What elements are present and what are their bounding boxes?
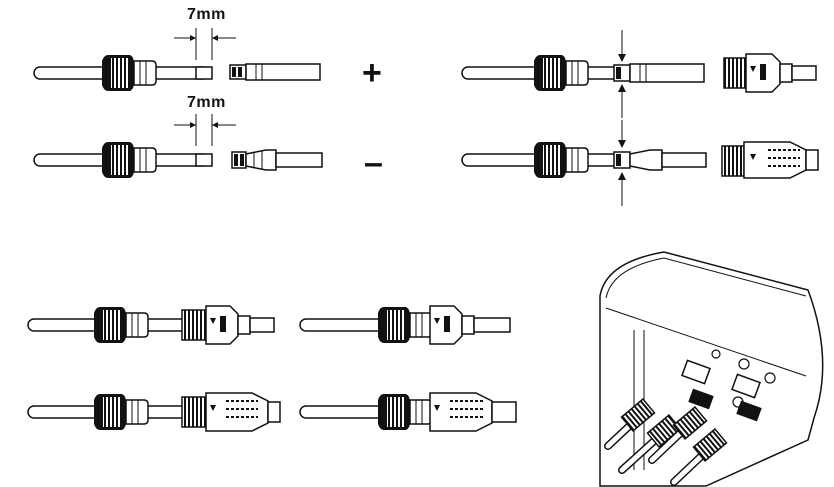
plugged-cables [604,398,728,486]
crimp-contact-positive [229,63,321,81]
housing-male [723,53,817,93]
assembly-negative-tight [299,392,517,432]
positive-sign: + [362,54,382,92]
cable-positive [33,54,213,92]
step-tighten-gland [27,305,517,432]
inverter-port-connectors [681,359,762,422]
crimp-arrows-negative [618,120,626,206]
crimp-contact-negative [231,149,323,171]
housing-female [721,141,819,179]
step-crimp-contacts [461,30,819,206]
negative-sign: – [364,144,383,182]
crimp-arrows-positive [618,30,626,118]
strip-length-label-top: 7mm [187,6,226,23]
strip-dimension-top [174,28,236,60]
strip-dimension-bottom [174,114,236,146]
assembly-negative-loose [27,392,281,432]
cable-negative [33,141,213,179]
strip-length-label-bottom: 7mm [187,94,226,111]
assembly-positive-loose [27,305,275,345]
crimped-cable-negative [461,141,707,179]
step-connect-to-inverter [599,251,824,487]
crimped-cable-positive [461,54,705,92]
assembly-positive-tight [299,305,511,345]
step-strip-cable [33,28,323,179]
